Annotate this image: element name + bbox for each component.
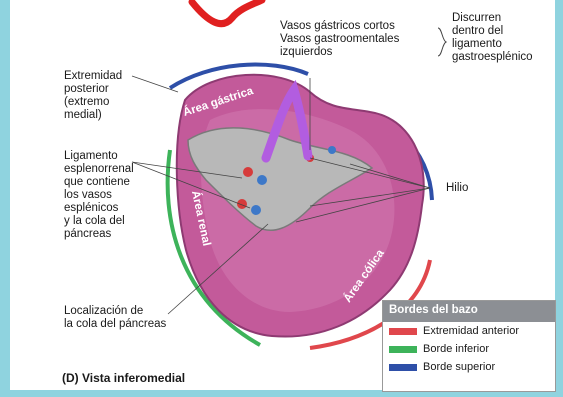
legend-label: Borde inferior <box>423 343 489 355</box>
label-discurren: Discurren dentro del ligamento gastroesp… <box>452 12 533 64</box>
legend-title: Bordes del bazo <box>383 301 555 322</box>
legend-label: Extremidad anterior <box>423 325 519 337</box>
label-hilio: Hilio <box>446 182 468 195</box>
legend-swatch <box>389 346 417 353</box>
page: Extremidad posterior (extremo medial) Va… <box>10 0 555 390</box>
legend-label: Borde superior <box>423 361 495 373</box>
legend-box: Bordes del bazo Extremidad anterior Bord… <box>382 300 556 392</box>
legend-item-inferior: Borde inferior <box>383 340 555 358</box>
label-localizacion-cola: Localización de la cola del páncreas <box>64 305 166 331</box>
legend-swatch <box>389 364 417 371</box>
brace <box>438 28 446 56</box>
vessel-blue-2 <box>251 205 261 215</box>
red-scribble-annotation <box>192 0 262 24</box>
vessel-red-1 <box>243 167 253 177</box>
view-title: (D) Vista inferomedial <box>62 371 185 385</box>
legend-item-anterior: Extremidad anterior <box>383 322 555 340</box>
legend-item-superior: Borde superior <box>383 358 555 376</box>
vessel-red-2 <box>237 199 247 209</box>
vessel-blue-1 <box>257 175 267 185</box>
label-extremidad-posterior: Extremidad posterior (extremo medial) <box>64 70 122 122</box>
label-ligamento-esplenorrenal: Ligamento esplenorrenal que contiene los… <box>64 150 134 241</box>
legend-swatch <box>389 328 417 335</box>
vessel-blue-3 <box>328 146 336 154</box>
label-vasos: Vasos gástricos cortos Vasos gastrooment… <box>280 20 399 59</box>
